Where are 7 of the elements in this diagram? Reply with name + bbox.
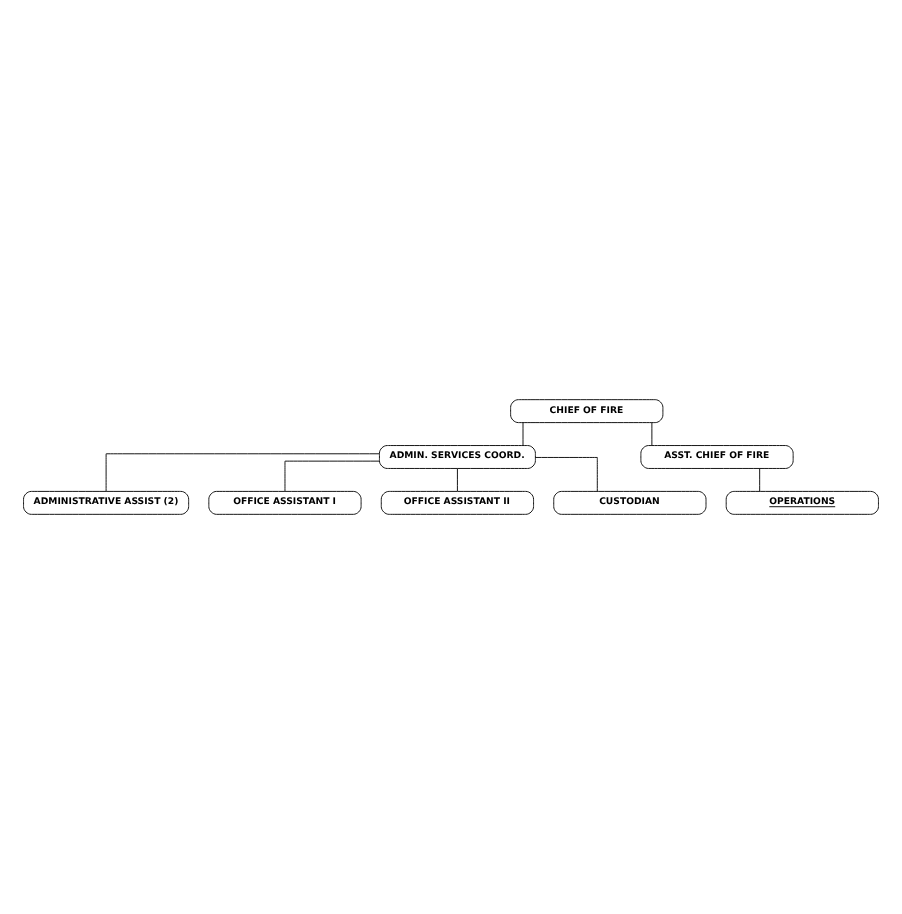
connector: [651, 422, 653, 446]
connector: [759, 468, 761, 492]
connector: [522, 422, 524, 446]
connector: [105, 453, 380, 492]
connector: [284, 460, 380, 492]
connector: [456, 468, 458, 492]
connector: [535, 457, 598, 492]
